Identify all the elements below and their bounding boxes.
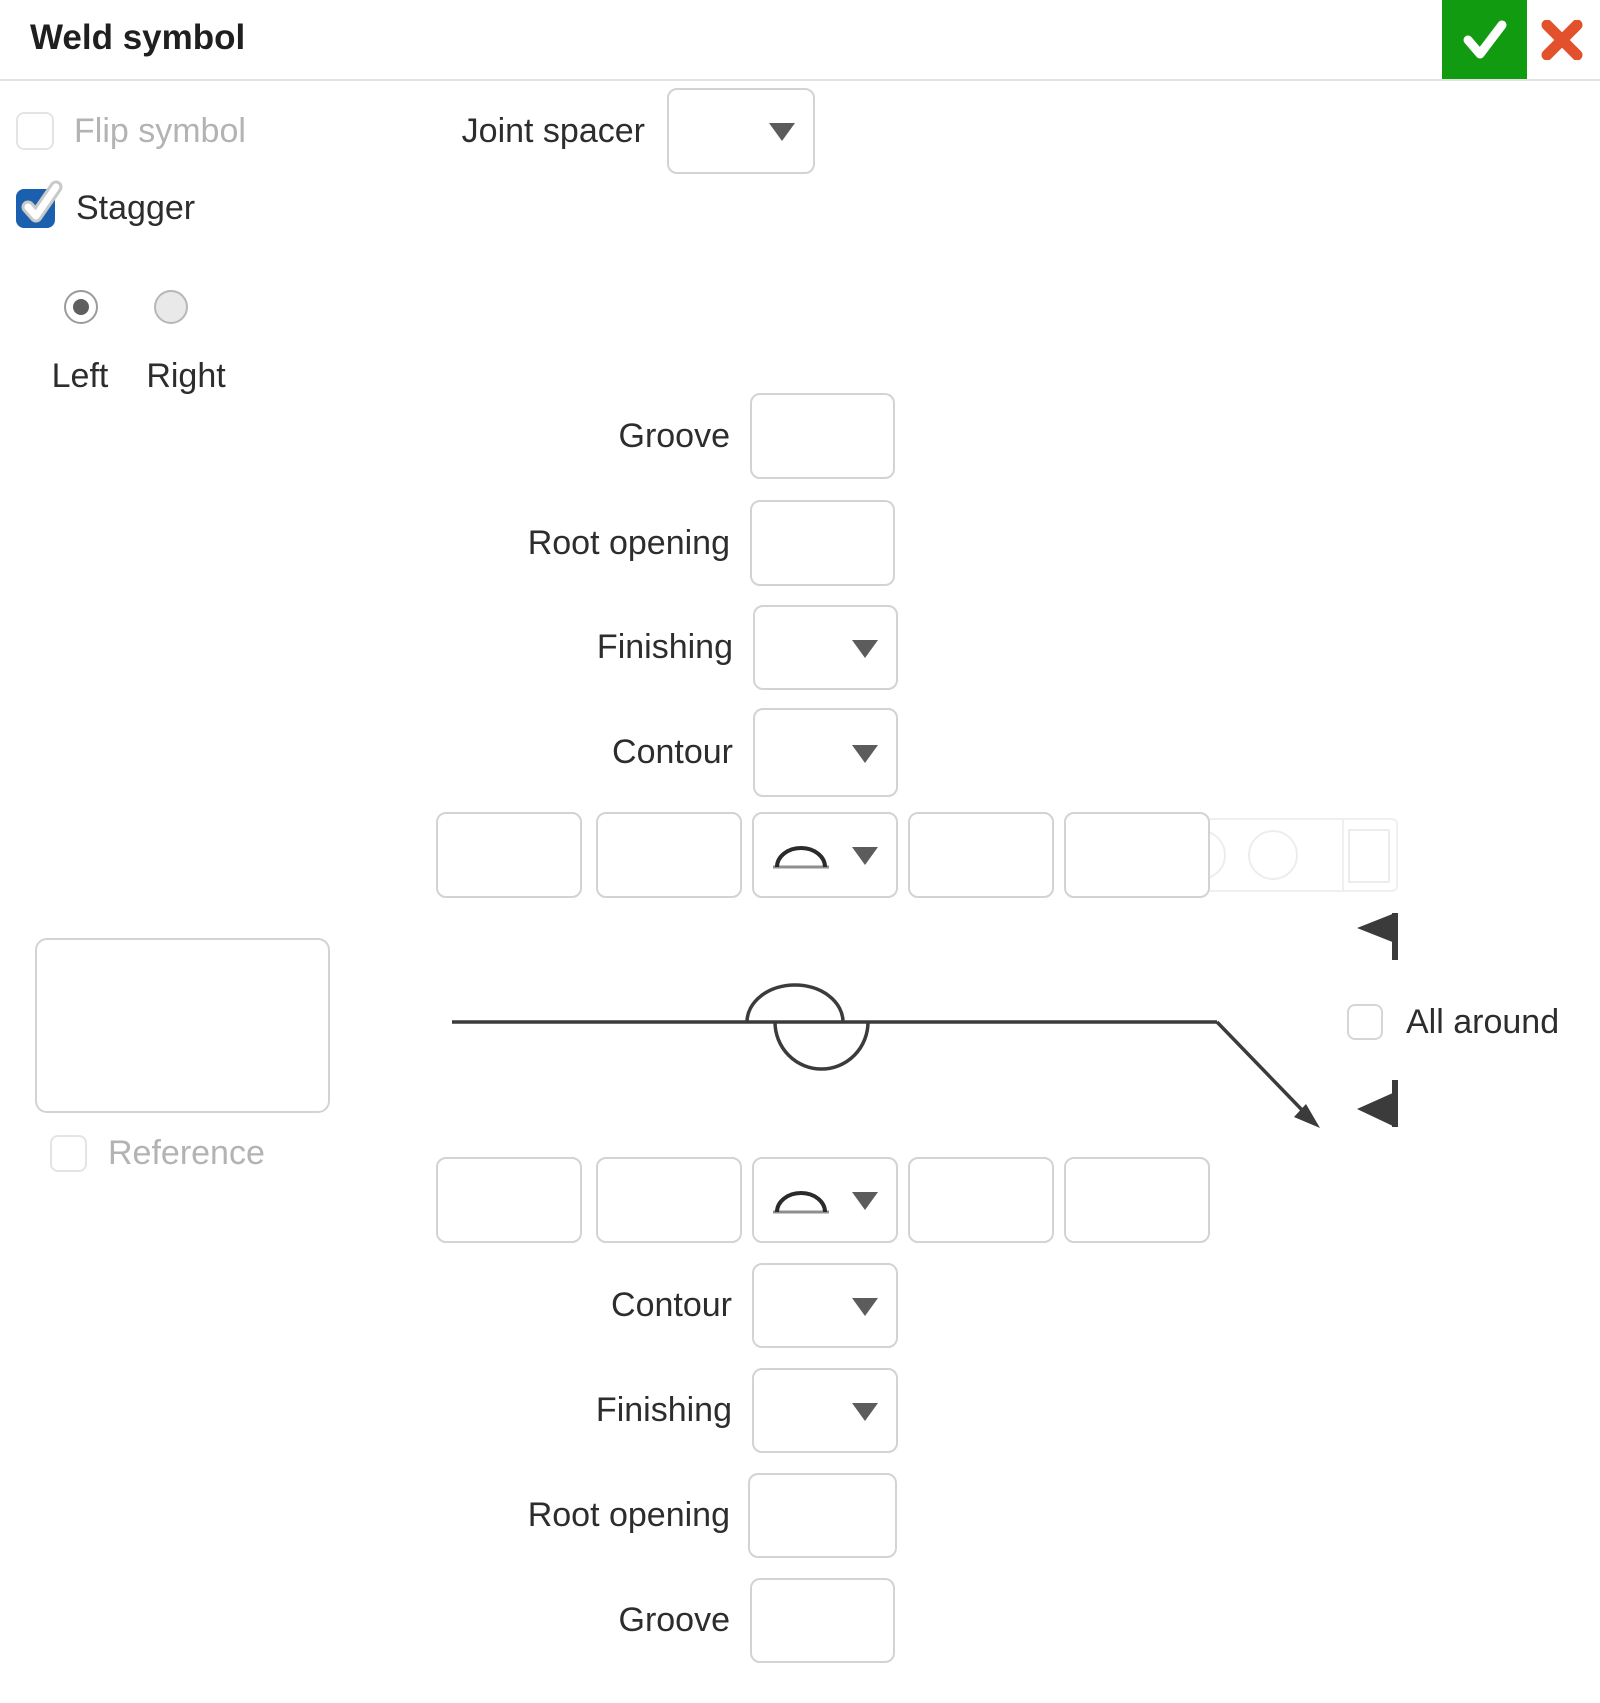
finishing-select-upper[interactable] xyxy=(753,605,898,690)
upper-row-input-1[interactable] xyxy=(436,812,582,898)
confirm-button[interactable] xyxy=(1442,0,1527,79)
dropdown-arrow-icon xyxy=(852,1402,878,1421)
separator xyxy=(1342,820,1344,890)
dialog-title: Weld symbol xyxy=(30,18,246,57)
side-radio-right-label: Right xyxy=(146,356,226,395)
side-radio-left-label: Left xyxy=(51,356,109,395)
radio-dot xyxy=(73,299,89,315)
all-around-checkbox[interactable] xyxy=(1347,1004,1383,1040)
dropdown-arrow-icon xyxy=(852,1297,878,1316)
all-around-circle-icon xyxy=(745,983,870,1071)
reference-line xyxy=(452,1020,1320,1128)
dropdown-arrow-icon xyxy=(852,639,878,658)
check-icon xyxy=(21,180,63,223)
root-opening-label-upper: Root opening xyxy=(527,523,730,562)
side-radio-left[interactable] xyxy=(64,290,98,324)
dropdown-arrow-icon xyxy=(852,847,878,865)
lower-row-input-2[interactable] xyxy=(596,1157,742,1243)
finishing-label-lower: Finishing xyxy=(595,1391,732,1429)
contour-select-upper[interactable] xyxy=(753,708,898,797)
dome-weld-symbol-icon xyxy=(773,846,829,869)
dropdown-arrow-icon xyxy=(852,1192,878,1210)
all-around-label: All around xyxy=(1406,1002,1560,1041)
lower-row-input-4[interactable] xyxy=(908,1157,1054,1243)
flip-symbol-label: Flip symbol xyxy=(74,111,246,150)
dome-weld-symbol-icon xyxy=(773,1191,829,1214)
arrowhead-icon xyxy=(1294,1104,1320,1128)
upper-row-input-2[interactable] xyxy=(596,812,742,898)
groove-input-lower[interactable] xyxy=(750,1578,895,1663)
dropdown-arrow-icon xyxy=(852,744,878,763)
check-icon xyxy=(1463,20,1506,58)
reference-checkbox[interactable] xyxy=(50,1135,87,1172)
circle-symbol-icon xyxy=(1248,830,1298,880)
weld-symbol-preview xyxy=(452,913,1398,1128)
upper-weld-symbol-select[interactable] xyxy=(752,812,898,898)
root-opening-input-upper[interactable] xyxy=(750,500,895,586)
dropdown-arrow-icon xyxy=(769,123,795,141)
field-weld-flag-top[interactable] xyxy=(1357,913,1398,960)
contour-label-lower: Contour xyxy=(611,1286,732,1324)
header-divider xyxy=(0,79,1600,81)
reference-textarea[interactable] xyxy=(35,938,330,1113)
square-symbol-icon xyxy=(1348,829,1390,883)
flip-symbol-checkbox[interactable] xyxy=(16,112,54,150)
reference-label: Reference xyxy=(108,1134,265,1172)
joint-spacer-select[interactable] xyxy=(667,88,815,174)
side-radio-right[interactable] xyxy=(154,290,188,324)
lower-row-input-5[interactable] xyxy=(1064,1157,1210,1243)
upper-row-input-4[interactable] xyxy=(908,812,1054,898)
finishing-label-upper: Finishing xyxy=(596,628,733,666)
close-icon xyxy=(1541,20,1583,60)
finishing-select-lower[interactable] xyxy=(752,1368,898,1453)
groove-label-upper: Groove xyxy=(618,416,731,455)
contour-label-upper: Contour xyxy=(612,733,733,771)
disabled-symbol-picker xyxy=(1204,818,1398,892)
stagger-label: Stagger xyxy=(76,189,196,227)
stagger-checkbox[interactable] xyxy=(16,180,63,228)
close-button[interactable] xyxy=(1538,18,1586,62)
lower-row-input-1[interactable] xyxy=(436,1157,582,1243)
root-opening-label-lower: Root opening xyxy=(527,1496,730,1534)
groove-input-upper[interactable] xyxy=(750,393,895,479)
field-weld-flag-bottom[interactable] xyxy=(1357,1080,1398,1127)
lower-weld-symbol-select[interactable] xyxy=(752,1157,898,1243)
contour-select-lower[interactable] xyxy=(752,1263,898,1348)
root-opening-input-lower[interactable] xyxy=(748,1473,897,1558)
upper-row-input-5[interactable] xyxy=(1064,812,1210,898)
groove-label-lower: Groove xyxy=(618,1601,731,1639)
joint-spacer-label: Joint spacer xyxy=(461,111,645,150)
